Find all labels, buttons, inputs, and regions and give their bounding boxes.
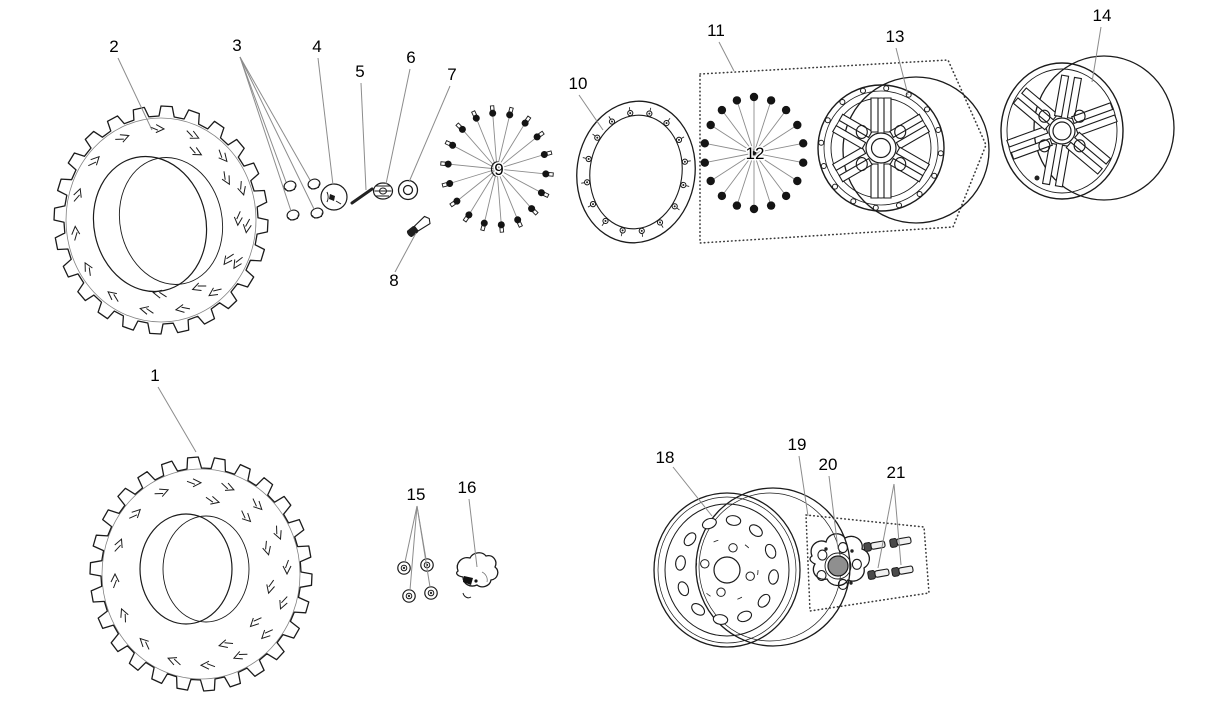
callout-12[interactable]: 12: [744, 143, 766, 165]
part-cast-aluminum-wheel[interactable]: [1000, 55, 1175, 201]
callout-15[interactable]: 15: [405, 484, 427, 506]
hub-bolt-item: [891, 565, 914, 577]
callout-10[interactable]: 10: [567, 73, 589, 95]
callout-1[interactable]: 1: [149, 365, 161, 387]
part-steel-wheel[interactable]: [653, 487, 851, 648]
hub-bolt-item: [867, 568, 890, 580]
callout-2[interactable]: 2: [108, 36, 120, 58]
callout-18[interactable]: 18: [654, 447, 676, 469]
callout-4[interactable]: 4: [311, 36, 323, 58]
valve-cap-item: [286, 209, 300, 221]
callout-19[interactable]: 19: [786, 434, 808, 456]
part-beadlock-nut-set[interactable]: [700, 92, 808, 214]
valve-cap-item: [307, 178, 321, 190]
callout-21[interactable]: 21: [885, 462, 907, 484]
part-valve-stem-caps[interactable]: [283, 178, 324, 222]
lug-nut-item: [424, 586, 438, 600]
leader-lines: [117, 26, 1102, 591]
part-hub-bolt-set[interactable]: [863, 536, 914, 580]
assembly-box-19: [805, 514, 930, 612]
part-lug-nut-set[interactable]: [397, 558, 438, 603]
part-beadlock-wheel[interactable]: [817, 76, 990, 224]
part-beadlock-bolt-set[interactable]: [440, 105, 554, 233]
callout-labels: 1 2 3 4 5 6 7 8 9 10 11 12 13 14 15 16 1…: [108, 5, 1113, 506]
part-center-cap[interactable]: [456, 552, 499, 599]
part-valve-nut[interactable]: [372, 182, 394, 200]
callout-3[interactable]: 3: [231, 35, 243, 57]
lug-nut-item: [397, 561, 411, 575]
callout-20[interactable]: 20: [817, 454, 839, 476]
part-washer[interactable]: [397, 179, 419, 201]
part-hub-adapter-plate[interactable]: [809, 533, 871, 590]
valve-stem-dot: [1034, 175, 1040, 181]
callout-11[interactable]: 11: [706, 20, 727, 42]
valve-cap-item: [310, 207, 324, 219]
lug-nut-item: [420, 558, 434, 572]
callout-5[interactable]: 5: [354, 61, 366, 83]
part-valve-stem-bolt[interactable]: [405, 215, 432, 239]
callout-14[interactable]: 14: [1091, 5, 1113, 27]
part-beadlock-ring[interactable]: [568, 93, 705, 250]
valve-cap-item: [283, 180, 297, 192]
hub-bolt-item: [889, 536, 912, 548]
part-tire-angled-view[interactable]: [53, 105, 269, 335]
part-valve-core-pin[interactable]: [350, 187, 374, 205]
callout-9[interactable]: 9: [493, 159, 505, 181]
callout-7[interactable]: 7: [446, 64, 458, 86]
part-tire-front-view[interactable]: [89, 456, 313, 692]
part-valve-cap[interactable]: [320, 183, 348, 211]
callout-13[interactable]: 13: [884, 26, 906, 48]
assembly-box-11: [699, 59, 987, 244]
lug-nut-item: [402, 589, 416, 603]
callout-6[interactable]: 6: [405, 47, 417, 69]
callout-8[interactable]: 8: [388, 270, 400, 292]
callout-16[interactable]: 16: [456, 477, 478, 499]
